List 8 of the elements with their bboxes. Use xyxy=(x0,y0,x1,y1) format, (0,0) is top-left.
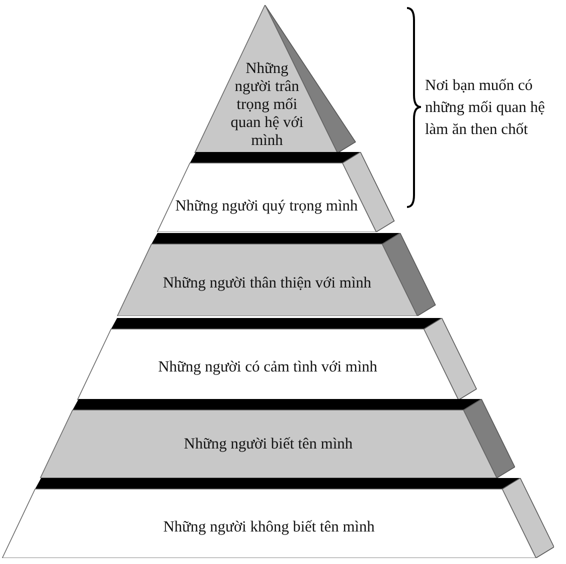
tier-label: Những người trân trọng mối quan hệ với mình xyxy=(230,60,304,150)
annotation-text: Nơi bạn muốn có những mối quan hệ làm ăn then chốt xyxy=(425,76,546,140)
tier-label: Những người thân thiện với mình xyxy=(162,274,372,292)
tier-label: Những người quý trọng mình xyxy=(175,196,358,215)
tier-label: Những người có cảm tình với mình xyxy=(158,357,378,376)
pyramid-tier xyxy=(194,5,356,153)
tier-label: Những người không biết tên mình xyxy=(163,517,375,536)
tier-label: Những người biết tên mình xyxy=(184,434,353,454)
